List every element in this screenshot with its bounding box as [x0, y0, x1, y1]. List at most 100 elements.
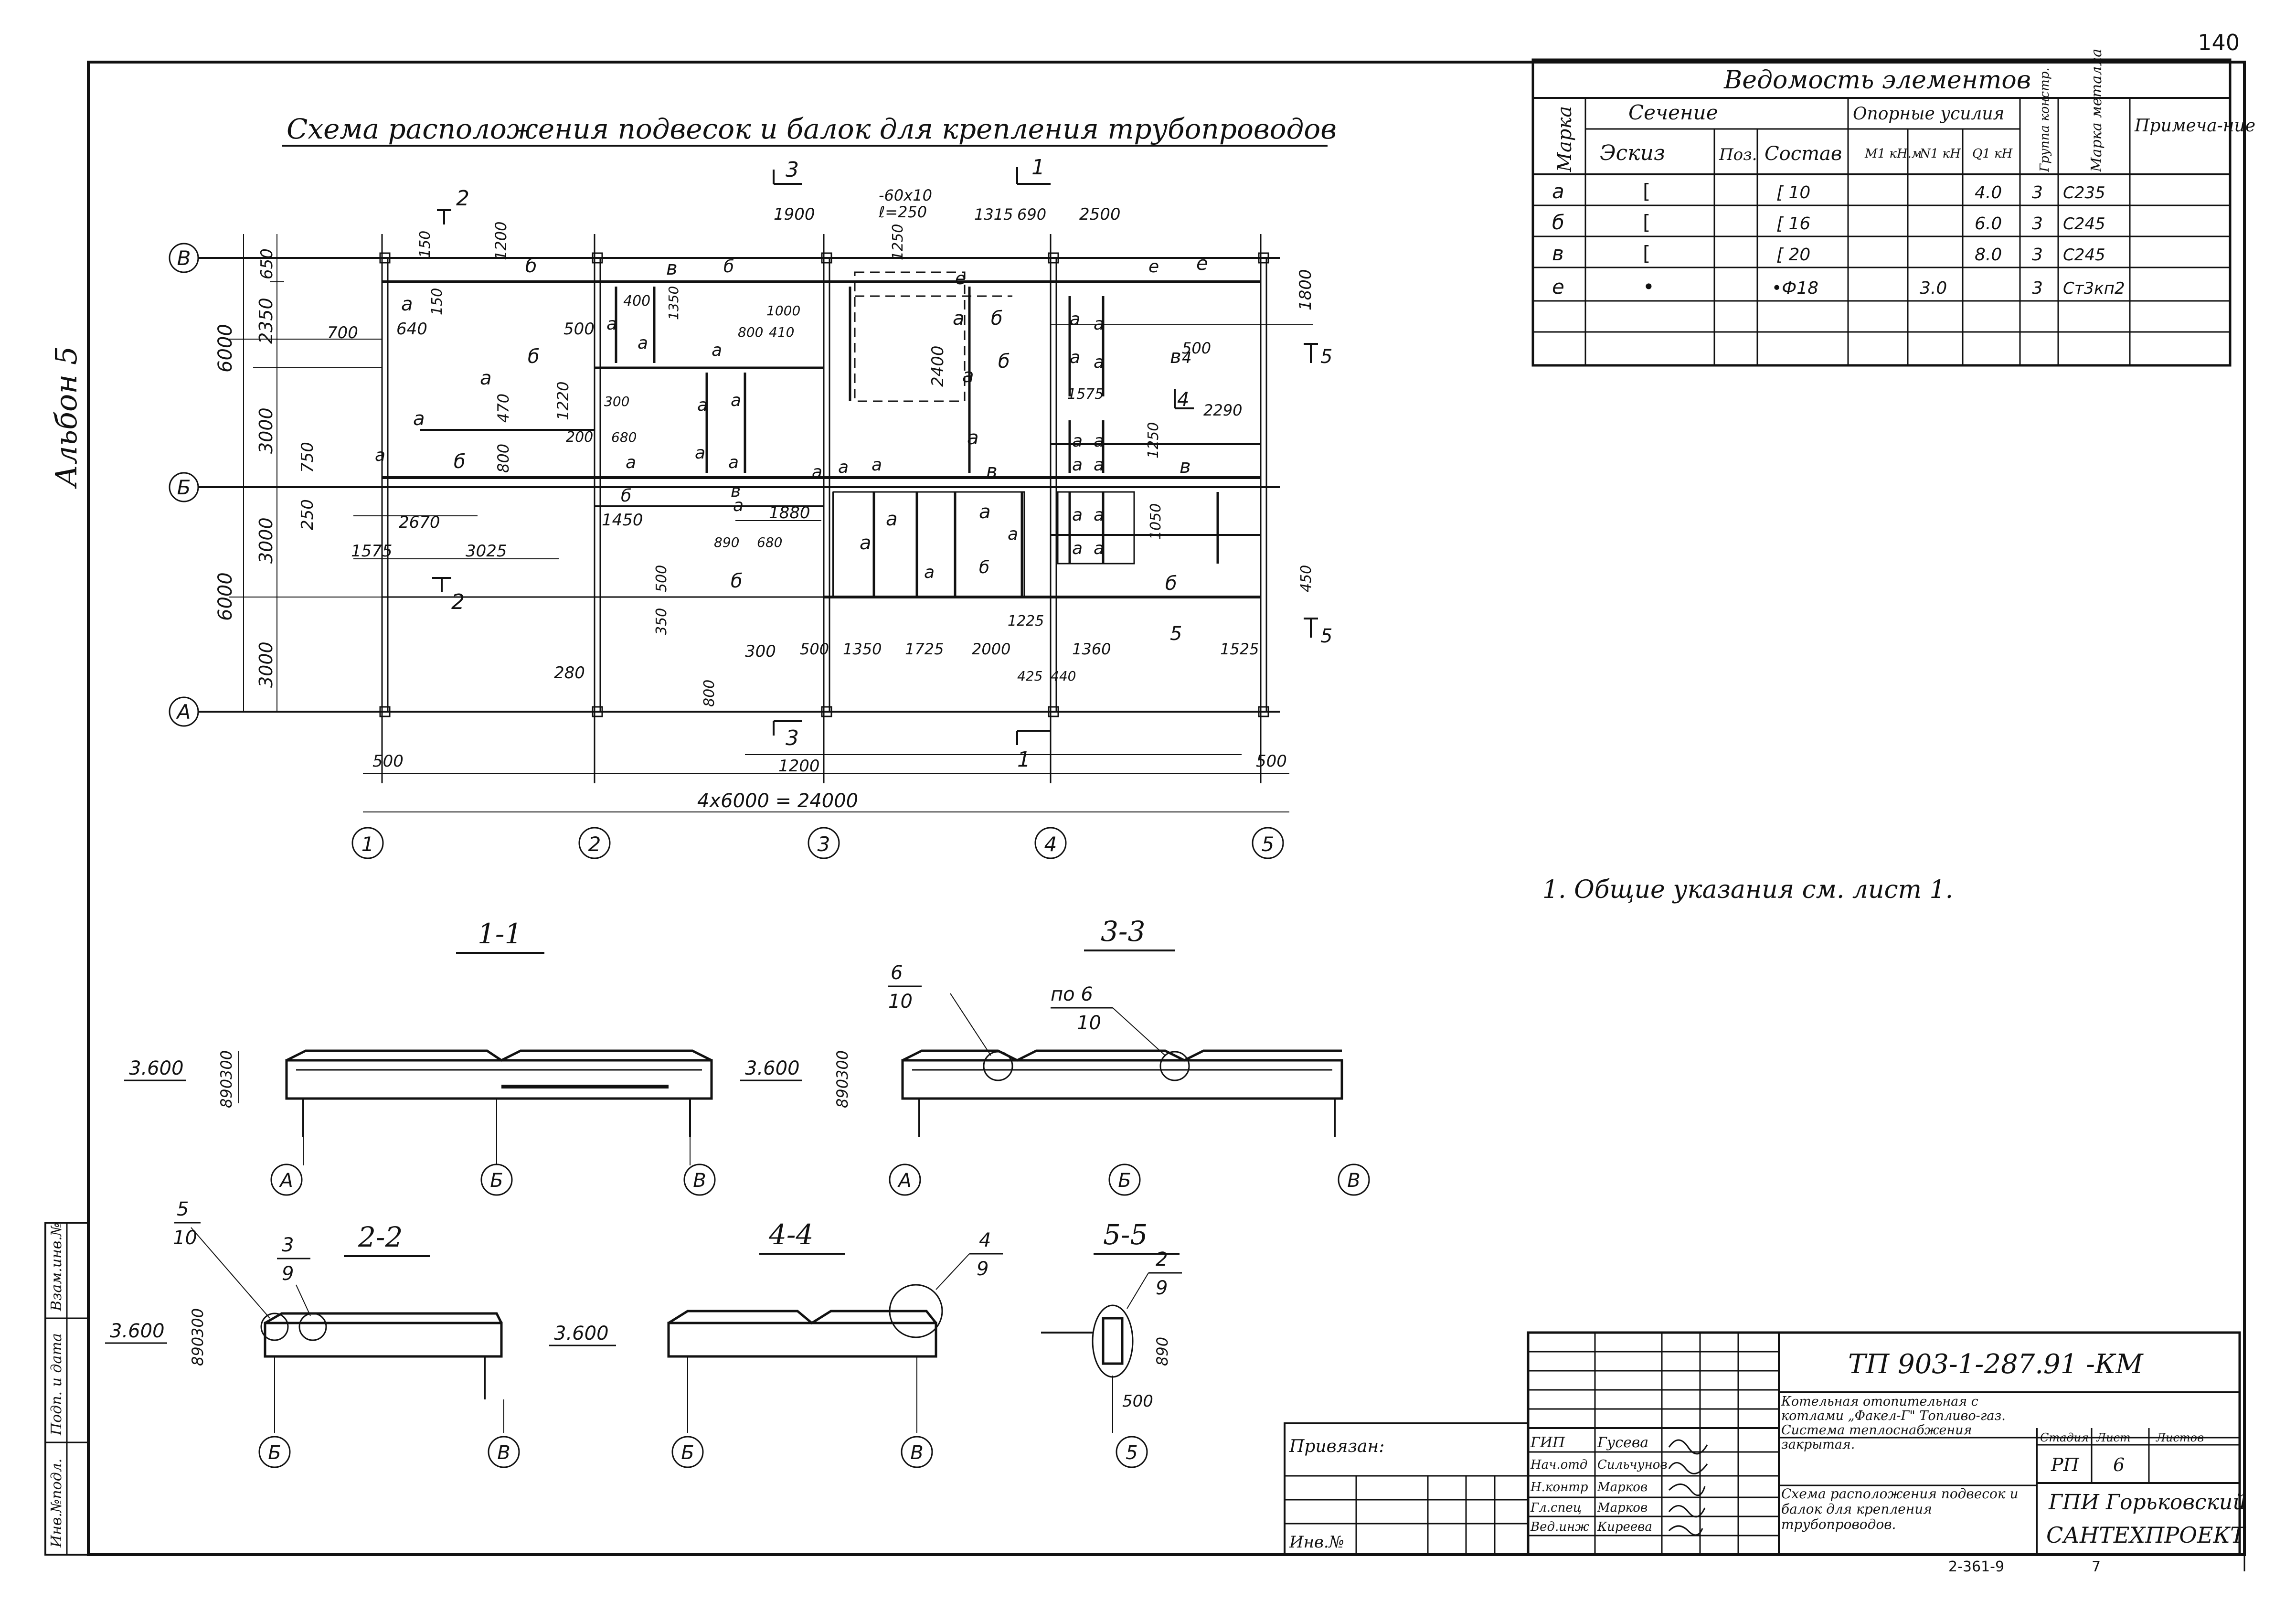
dim-640: 640: [396, 320, 427, 339]
dim-plate-length: ℓ=250: [878, 203, 927, 221]
signature-5: [1668, 1525, 1703, 1536]
svg-text:3: 3: [786, 726, 799, 750]
title-stage: РП: [2051, 1454, 2080, 1475]
svg-text:В: В: [177, 246, 191, 270]
beam-mark-a-32: а: [1094, 455, 1104, 475]
dim-500-a: 500: [563, 320, 595, 339]
beam-mark-a-5: а: [606, 314, 617, 334]
svg-text:9: 9: [282, 1263, 294, 1285]
axis-bubble-col-3: 3: [808, 827, 840, 859]
beam-mark-b-10: б: [1165, 573, 1177, 595]
beam-mark-a-12: а: [728, 453, 739, 472]
dim-150-b: 150: [429, 288, 446, 315]
title-doc-code: ТП 903-1-287.91 -КМ: [1848, 1349, 2144, 1380]
dim-3025: 3025: [466, 542, 507, 561]
title-org-2: САНТЕХПРОЕКТ: [2046, 1522, 2246, 1548]
svg-text:Б: Б: [490, 1170, 503, 1192]
title-sheet: 6: [2113, 1454, 2125, 1475]
svg-text:С245: С245: [2063, 245, 2105, 265]
svg-text:3: 3: [2032, 214, 2043, 234]
side-stamp: Инв.№подл. Подп. и дата Взам.инв.№: [44, 1222, 89, 1556]
dim-300: 300: [604, 394, 629, 409]
svg-text:5: 5: [1320, 625, 1332, 647]
beam-mark-a-3: а: [413, 408, 425, 430]
svg-text:[: [: [1643, 242, 1650, 265]
dim-1880: 1880: [769, 503, 810, 523]
schedule-row-b: б [ [ 16 6.0 3 С245: [1552, 211, 2105, 234]
dim-1250: 1250: [890, 224, 906, 260]
dim-1350: 1350: [666, 286, 681, 320]
dim-1315: 1315: [974, 205, 1013, 224]
signature-2: [1668, 1462, 1708, 1474]
beam-mark-a-18: а: [979, 501, 991, 523]
dim-500-b: 500: [372, 752, 404, 771]
dim-680-a: 680: [611, 429, 637, 445]
svg-text:В: В: [910, 1442, 923, 1464]
dim-6000-top: 6000: [214, 324, 236, 373]
svg-text:В: В: [693, 1170, 706, 1192]
svg-text:300: 300: [189, 1308, 207, 1337]
signature-3: [1668, 1483, 1706, 1496]
schedule-col-note: Примеча-ние: [2134, 116, 2255, 136]
schedule-col-group: Группа констр.: [2038, 67, 2052, 172]
svg-text:5: 5: [1170, 623, 1182, 645]
svg-text:890: 890: [833, 1079, 851, 1108]
svg-text:по 6: по 6: [1051, 983, 1093, 1005]
svg-text:Б: Б: [1118, 1170, 1131, 1192]
schedule-col-q1: Q1 кН: [1972, 147, 2013, 161]
beam-mark-b-5: б: [731, 570, 743, 592]
bottom-copy-number: 2-361-9: [1948, 1558, 2004, 1575]
beam-mark-a-27: а: [1070, 348, 1080, 367]
section-cut-4: 4 4: [1174, 349, 1194, 411]
album-label: Альбон 5: [49, 346, 84, 489]
bottom-copy-number-2: 7: [2092, 1558, 2101, 1575]
dim-440: 440: [1051, 668, 1076, 684]
svg-text:Б: Б: [268, 1442, 281, 1464]
svg-text:В: В: [1347, 1170, 1360, 1192]
svg-text:3.600: 3.600: [110, 1320, 165, 1342]
dim-500-d: 500: [800, 640, 829, 658]
role-n-kontr: Н.контр: [1530, 1480, 1588, 1494]
schedule-col-sketch: Эскиз: [1600, 141, 1665, 165]
beam-mark-a-30: а: [1094, 431, 1104, 451]
dim-2500: 2500: [1079, 205, 1121, 224]
axis-bubble-col-1: 1: [351, 827, 384, 859]
dim-500-e: 500: [1256, 752, 1287, 771]
beam-mark-a-20: а: [924, 563, 935, 582]
beam-mark-e-2: е: [1148, 257, 1159, 277]
beam-mark-a-4: а: [375, 446, 385, 465]
svg-text:2: 2: [588, 832, 601, 856]
svg-text:Ст3кп2: Ст3кп2: [2063, 279, 2125, 298]
title-stage-label: Стадия: [2040, 1431, 2089, 1444]
svg-text:3.600: 3.600: [554, 1323, 609, 1345]
section-1-1: 1-1 3.600 300 890 А Б В: [124, 918, 716, 1196]
general-note: 1. Общие указания см. лист 1.: [1542, 875, 1953, 904]
sheet-corner-number: 140: [2198, 30, 2240, 55]
dim-3000-a: 3000: [255, 407, 276, 454]
beam-mark-a-23: а: [962, 365, 974, 387]
dim-1050: 1050: [1148, 503, 1164, 540]
beam-mark-a-10: а: [626, 453, 636, 472]
dim-690: 690: [1017, 205, 1046, 224]
beam-mark-a-35: а: [1072, 539, 1083, 558]
title-project-name: Котельная отопительная с котлами „Факел-…: [1781, 1395, 2006, 1452]
svg-text:300: 300: [217, 1050, 235, 1079]
dim-2000: 2000: [972, 640, 1010, 658]
svg-text:[ 10: [ 10: [1776, 183, 1810, 203]
svg-text:3: 3: [2032, 183, 2043, 203]
dim-700: 700: [327, 323, 358, 342]
beam-mark-a-36: а: [1094, 539, 1104, 558]
dim-500-f: 500: [1182, 339, 1211, 357]
structural-plan: В Б А 1 2 3 4 5 4х60: [169, 155, 1332, 859]
beam-mark-a-28: а: [1094, 352, 1104, 372]
section-cut-5: 5 5 5: [1170, 343, 1332, 647]
name-1: Гусева: [1597, 1434, 1648, 1451]
svg-text:2: 2: [1156, 1249, 1168, 1270]
svg-text:3.600: 3.600: [129, 1057, 184, 1079]
dim-410: 410: [769, 324, 794, 340]
dim-500-c: 500: [653, 565, 670, 592]
svg-text:[ 20: [ 20: [1776, 245, 1810, 265]
svg-text:4: 4: [979, 1229, 991, 1251]
axis-bubble-row-v: В: [169, 243, 199, 273]
